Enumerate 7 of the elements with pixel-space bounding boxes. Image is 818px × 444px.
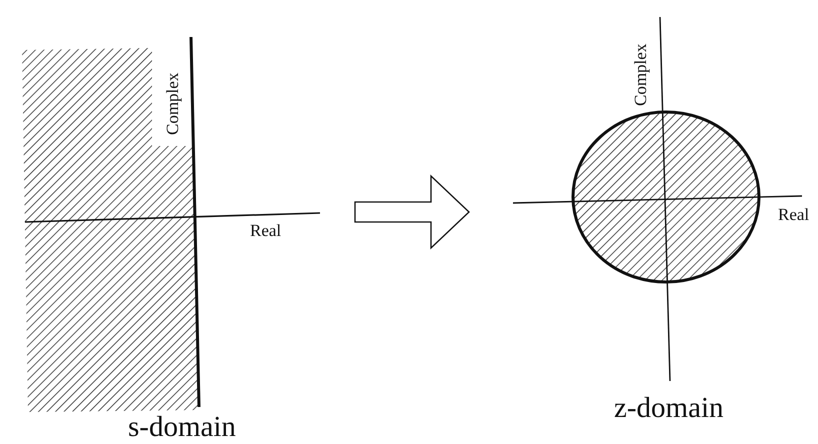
axis-label: Complex: [632, 44, 649, 106]
domain-caption: z-domain: [614, 394, 724, 423]
axis-label: Real: [778, 206, 810, 223]
axis-label: Real: [250, 222, 282, 239]
block-arrow: [354, 174, 470, 250]
domain-caption: s-domain: [128, 413, 236, 442]
axis-label: Complex: [164, 72, 181, 135]
